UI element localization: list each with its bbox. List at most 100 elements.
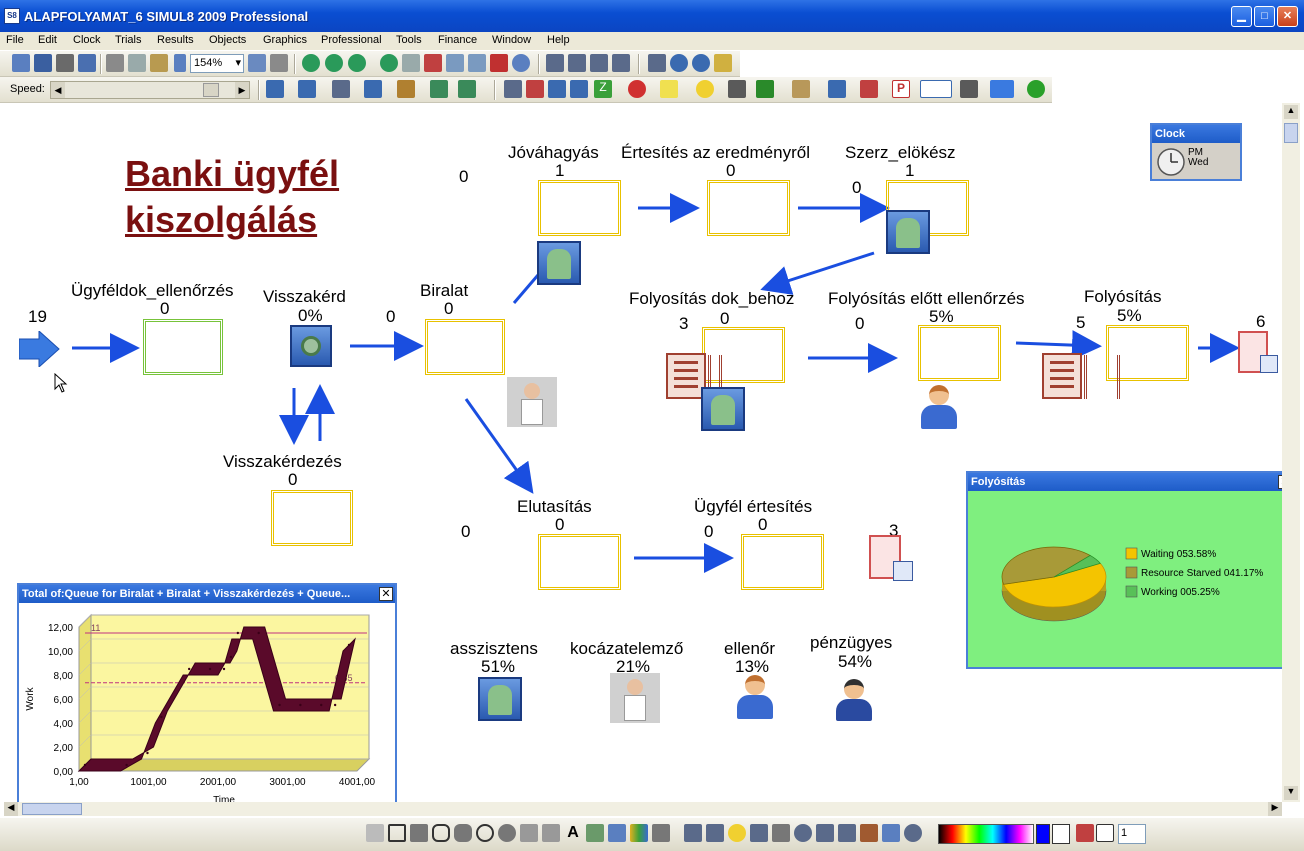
activity-ugyfel-ert[interactable] <box>741 534 824 590</box>
menu-file[interactable]: File <box>6 34 24 46</box>
image-icon[interactable] <box>586 824 604 842</box>
print-icon[interactable] <box>56 54 74 72</box>
ruler-icon[interactable] <box>882 824 900 842</box>
route-icon[interactable] <box>430 80 448 98</box>
menu-professional[interactable]: Professional <box>321 34 382 46</box>
activity-visszakerdezes[interactable] <box>271 490 353 546</box>
vl-icon[interactable] <box>670 54 688 72</box>
undo-icon[interactable] <box>78 54 96 72</box>
menu-results[interactable]: Results <box>157 34 194 46</box>
conveyor-icon[interactable] <box>504 80 522 98</box>
bar-icon[interactable] <box>548 80 566 98</box>
group-icon[interactable] <box>248 54 266 72</box>
menu-help[interactable]: Help <box>547 34 570 46</box>
refresh-icon[interactable] <box>794 824 812 842</box>
gear-icon[interactable] <box>332 80 350 98</box>
maximize-button[interactable]: □ <box>1254 6 1275 27</box>
pointer-icon[interactable] <box>366 824 384 842</box>
text-icon[interactable]: A <box>567 824 579 841</box>
copy-icon[interactable] <box>128 54 146 72</box>
finance-officer-icon[interactable] <box>832 677 876 725</box>
close-icon[interactable]: ✕ <box>1278 475 1282 489</box>
filled-ellipse-icon[interactable] <box>498 824 516 842</box>
speed-thumb[interactable] <box>203 83 219 97</box>
background-color[interactable] <box>1052 824 1070 844</box>
activity-elutasitas[interactable] <box>538 534 621 590</box>
checker-icon[interactable] <box>733 673 777 721</box>
menu-graphics[interactable]: Graphics <box>263 34 308 46</box>
foreground-color[interactable] <box>1036 824 1050 844</box>
clock-window[interactable]: Clock PM Wed <box>1150 123 1242 181</box>
resource-icon[interactable] <box>397 80 415 98</box>
binoculars-icon[interactable] <box>612 54 630 72</box>
horizontal-scrollbar[interactable]: ◀ ▶ <box>4 802 1282 816</box>
run-icon[interactable] <box>348 54 366 72</box>
layers-icon[interactable] <box>648 54 666 72</box>
flow-icon[interactable] <box>526 80 544 98</box>
clock-icon[interactable] <box>628 80 646 98</box>
vl-edit-icon[interactable] <box>692 54 710 72</box>
table-icon[interactable] <box>446 54 464 72</box>
search-icon[interactable] <box>546 54 564 72</box>
speed-slider[interactable]: ◀ ▶ <box>50 81 250 99</box>
scroll-right-icon[interactable]: ▶ <box>1268 802 1282 816</box>
zoom-icon[interactable] <box>904 824 922 842</box>
dollar-icon[interactable] <box>490 54 508 72</box>
tag-icon[interactable] <box>714 54 732 72</box>
minimize-button[interactable]: ▁ <box>1231 6 1252 27</box>
align-icon[interactable] <box>816 824 834 842</box>
activity-folyositas[interactable] <box>1106 325 1189 381</box>
book-icon[interactable] <box>684 824 702 842</box>
sync-icon[interactable] <box>458 80 476 98</box>
person-icon[interactable] <box>828 80 846 98</box>
activity-folyositas-ell[interactable] <box>918 325 1001 381</box>
copy-object-icon[interactable] <box>298 80 316 98</box>
link-icon[interactable] <box>920 80 952 98</box>
menu-tools[interactable]: Tools <box>396 34 422 46</box>
p-icon[interactable]: P <box>892 80 910 98</box>
font-icon[interactable] <box>1076 824 1094 842</box>
storage-icon[interactable] <box>570 80 588 98</box>
grid-icon[interactable] <box>270 54 288 72</box>
title-bar[interactable]: S8 ALAPFOLYAMAT_6 SIMUL8 2009 Profession… <box>0 0 1304 32</box>
grid-icon[interactable] <box>772 824 790 842</box>
rounded-rect-icon[interactable] <box>432 824 450 842</box>
scroll-down-icon[interactable]: ▼ <box>1284 786 1298 800</box>
chevron-right-icon[interactable]: ▶ <box>235 82 249 98</box>
chevron-left-icon[interactable]: ◀ <box>51 82 65 98</box>
activity-jovahagyas[interactable] <box>538 180 621 236</box>
simulation-canvas[interactable]: Banki ügyfél kiszolgálás 19 Ügyféldok_el… <box>4 103 1282 802</box>
module-icon[interactable] <box>756 80 774 98</box>
rewind-icon[interactable] <box>302 54 320 72</box>
line-chart-window[interactable]: Total of:Queue for Biralat + Biralat + V… <box>17 583 397 802</box>
arrow-right-icon[interactable] <box>990 80 1014 98</box>
pie-chart-window[interactable]: Folyósítás ✕ Waiting 053.58%Resource Sta… <box>966 471 1282 669</box>
close-icon[interactable]: ✕ <box>379 587 393 601</box>
activity-biralat[interactable] <box>425 319 505 375</box>
zoom-spin-icon[interactable] <box>174 54 186 72</box>
close-button[interactable]: ✕ <box>1277 6 1298 27</box>
info-icon[interactable] <box>660 80 678 98</box>
scroll-left-icon[interactable]: ◀ <box>4 802 18 816</box>
open-icon[interactable] <box>12 54 30 72</box>
report-icon[interactable] <box>468 54 486 72</box>
checkbox-icon[interactable] <box>1096 824 1114 842</box>
view-icon[interactable] <box>590 54 608 72</box>
wrench-icon[interactable] <box>960 80 978 98</box>
ellipse-icon[interactable] <box>476 824 494 842</box>
hscroll-thumb[interactable] <box>22 803 82 815</box>
vertical-scrollbar[interactable]: ▲ ▼ <box>1282 103 1300 802</box>
tools-icon[interactable] <box>728 80 746 98</box>
activity-ugyfeldok[interactable] <box>143 319 223 375</box>
paste-icon[interactable] <box>150 54 168 72</box>
simul8-icon[interactable] <box>512 54 530 72</box>
freehand-icon[interactable] <box>542 824 560 842</box>
bar-chart-icon[interactable] <box>630 824 648 842</box>
menu-window[interactable]: Window <box>492 34 532 46</box>
gear-icon[interactable] <box>290 325 332 367</box>
menu-finance[interactable]: Finance <box>438 34 478 46</box>
z-icon[interactable]: Z <box>594 80 612 98</box>
pyramid-icon[interactable] <box>750 824 768 842</box>
pyramid-icon[interactable] <box>792 80 810 98</box>
menu-clock[interactable]: Clock <box>73 34 101 46</box>
